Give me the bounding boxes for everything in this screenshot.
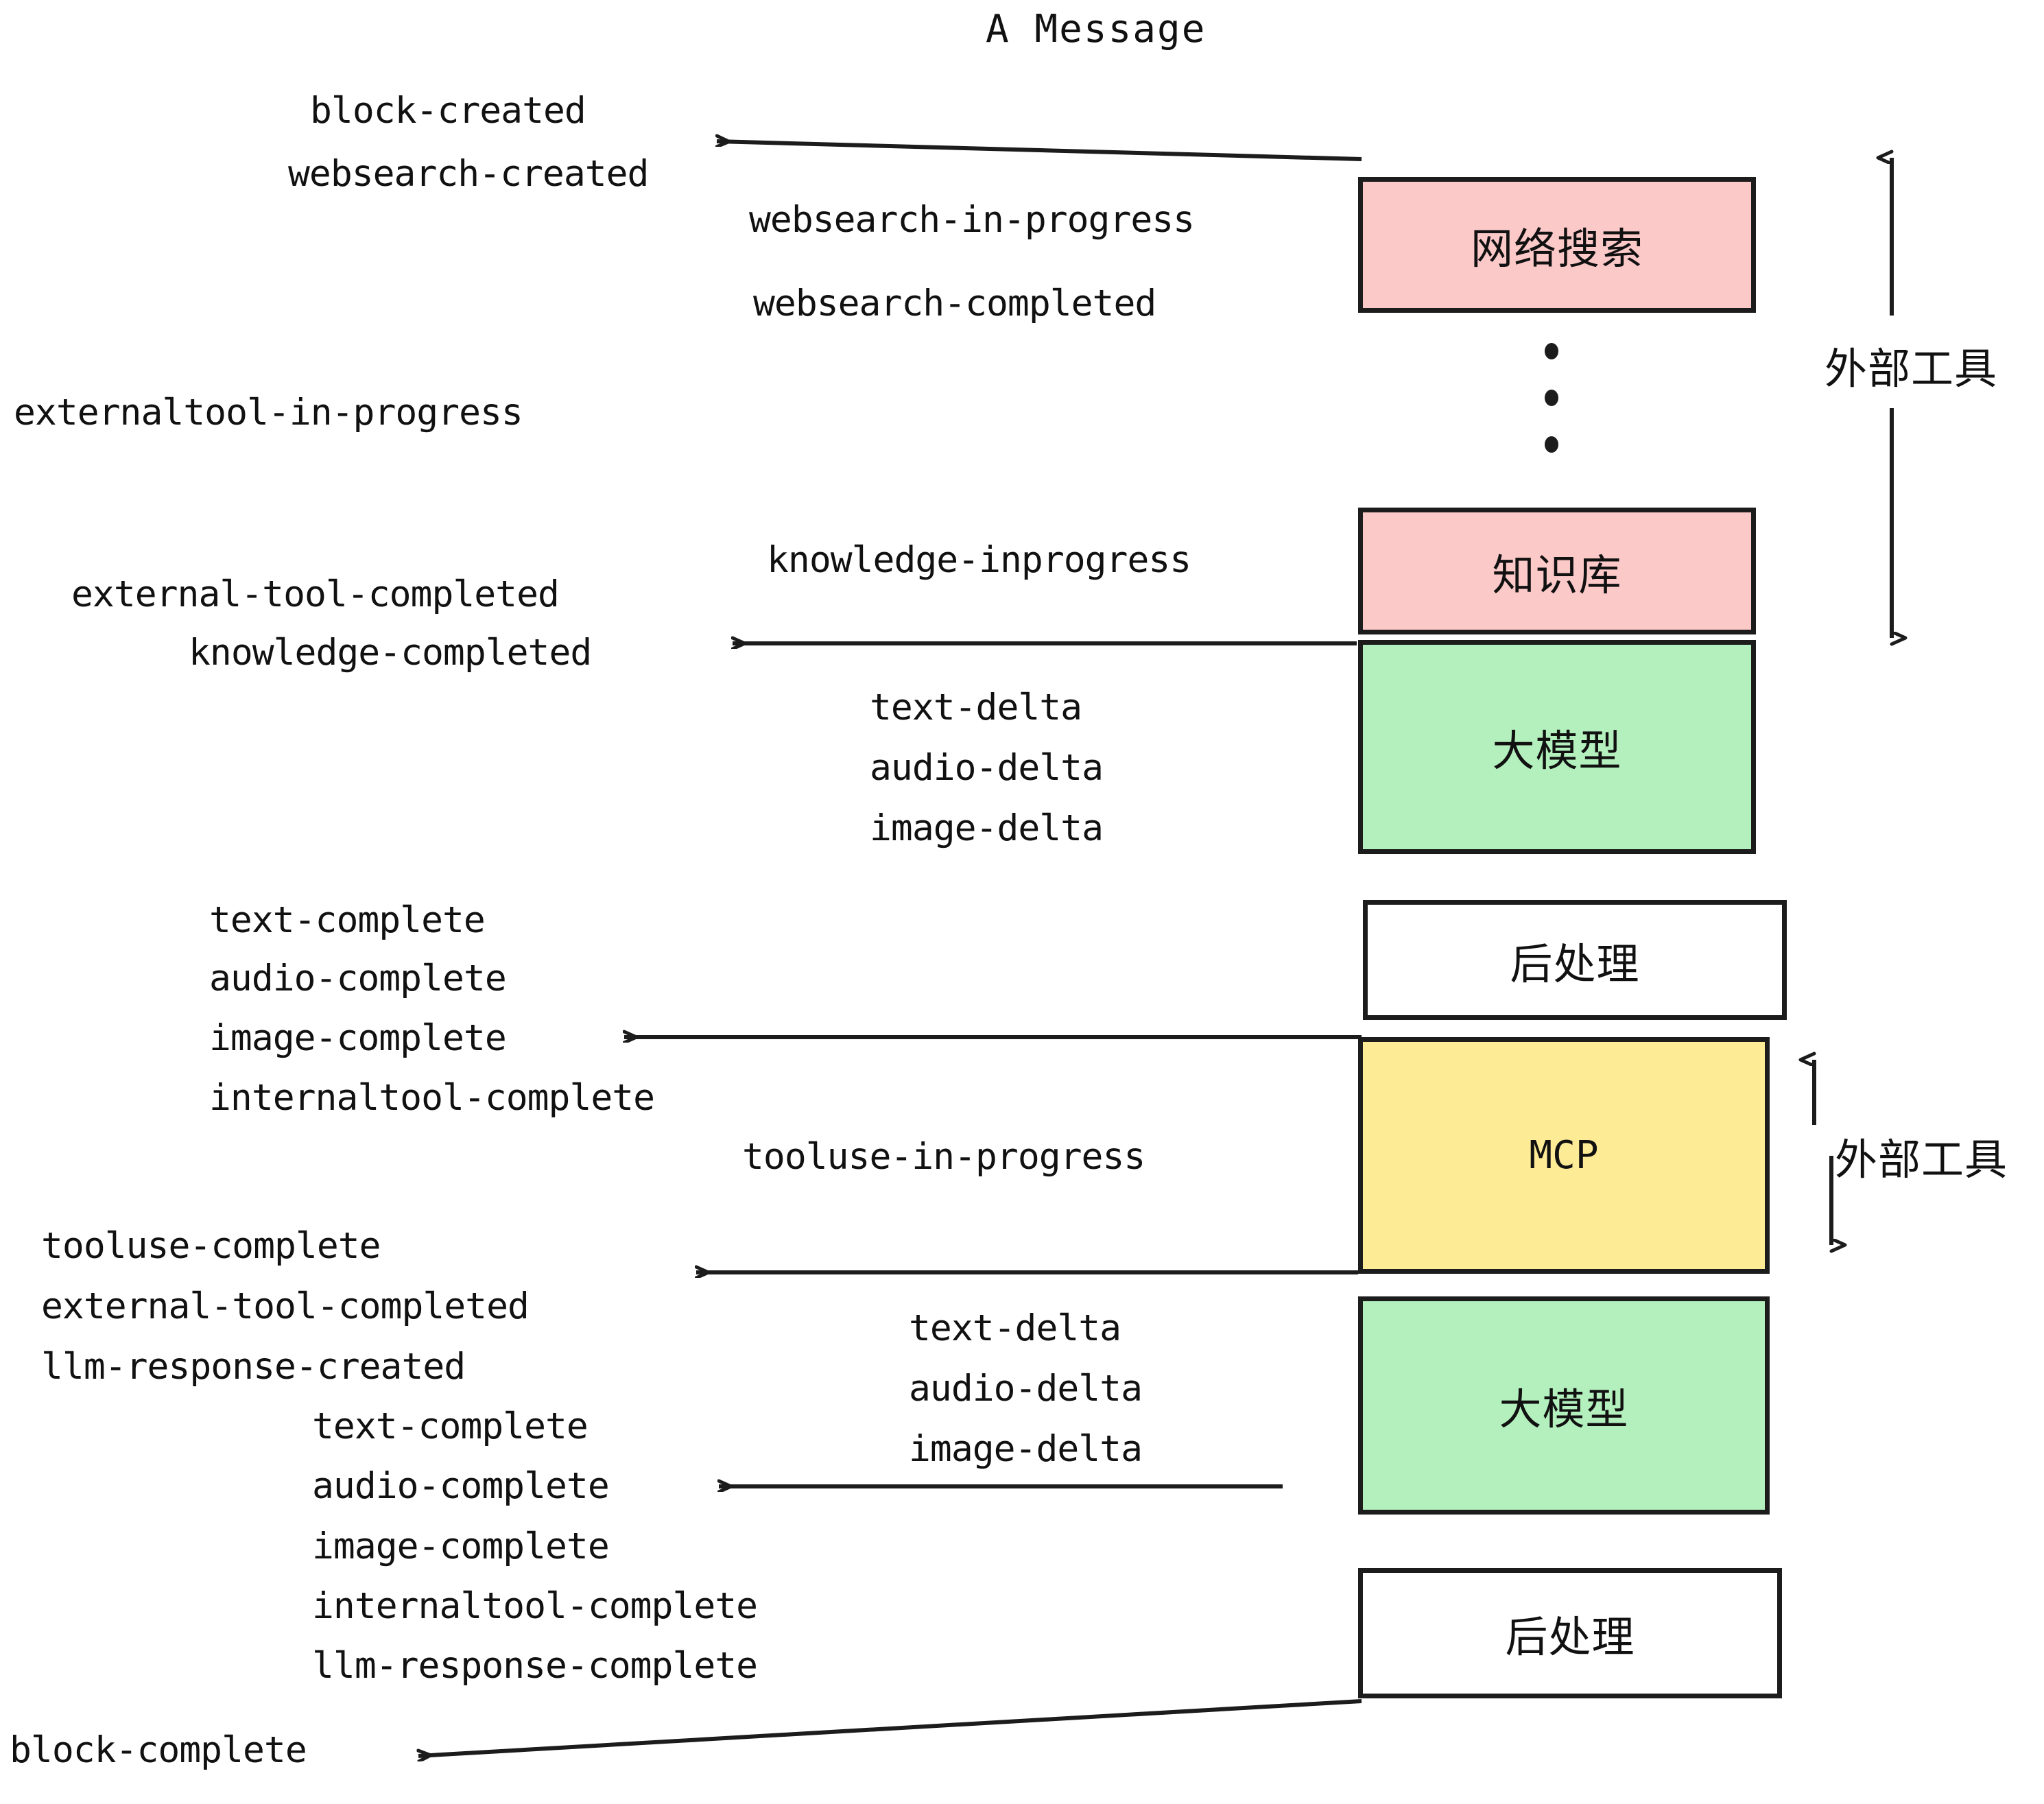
arrow-postprocess2-to-block-complete	[418, 1699, 1362, 1756]
node-label-llm-1: 大模型	[1492, 726, 1622, 776]
side-label-external-tools-top: 外部工具	[1825, 344, 1998, 394]
node-label-postprocess-1: 后处理	[1510, 938, 1640, 989]
event-label-llm-response-created: llm-response-created	[41, 1346, 466, 1388]
event-label-block-created: block-created	[310, 90, 586, 132]
node-label-websearch: 网络搜索	[1470, 224, 1643, 274]
node-label-knowledgebase: 知识库	[1492, 549, 1622, 600]
event-label-block-complete: block-complete	[10, 1729, 307, 1771]
event-label-websearch-in-progress: websearch-in-progress	[749, 199, 1195, 241]
event-label-text-complete-2: text-complete	[312, 1405, 589, 1447]
event-label-external-tool-completed-1: external-tool-completed	[71, 573, 560, 615]
event-label-text-delta-2: text-delta	[909, 1307, 1121, 1349]
event-label-text-delta-1: text-delta	[870, 687, 1082, 728]
event-label-websearch-completed: websearch-completed	[753, 283, 1156, 324]
event-label-image-complete-1: image-complete	[209, 1017, 507, 1059]
arrow-websearch-to-block-created	[717, 141, 1362, 161]
ellipsis-dots-icon	[1543, 343, 1560, 453]
event-label-audio-complete-1: audio-complete	[209, 958, 507, 999]
event-label-audio-delta-2: audio-delta	[909, 1368, 1143, 1410]
node-box-llm-1[interactable]: 大模型	[1358, 640, 1756, 854]
event-label-internaltool-complete-2: internaltool-complete	[312, 1585, 758, 1627]
node-label-postprocess-2: 后处理	[1505, 1612, 1635, 1662]
event-label-knowledge-completed: knowledge-completed	[189, 632, 592, 674]
side-label-external-tools-bottom: 外部工具	[1835, 1135, 2008, 1185]
event-label-external-tool-completed-2: external-tool-completed	[41, 1285, 530, 1327]
node-label-mcp: MCP	[1529, 1133, 1599, 1178]
event-label-audio-complete-2: audio-complete	[312, 1465, 610, 1507]
event-label-image-complete-2: image-complete	[312, 1526, 610, 1567]
event-label-knowledge-inprogress: knowledge-inprogress	[767, 539, 1191, 581]
event-label-externaltool-in-progress: externaltool-in-progress	[14, 392, 523, 434]
node-box-llm-2[interactable]: 大模型	[1358, 1296, 1770, 1515]
event-label-image-delta-2: image-delta	[909, 1428, 1143, 1470]
node-box-postprocess-2[interactable]: 后处理	[1358, 1568, 1782, 1698]
page-title: A Message	[986, 7, 1207, 51]
node-box-postprocess-1[interactable]: 后处理	[1363, 900, 1787, 1020]
event-label-tooluse-complete: tooluse-complete	[41, 1225, 381, 1267]
node-box-websearch[interactable]: 网络搜索	[1358, 177, 1756, 313]
event-label-websearch-created: websearch-created	[288, 153, 649, 195]
event-label-llm-response-complete: llm-response-complete	[312, 1645, 758, 1687]
event-label-audio-delta-1: audio-delta	[870, 747, 1104, 789]
event-label-internaltool-complete-1: internaltool-complete	[209, 1077, 655, 1119]
node-box-mcp[interactable]: MCP	[1358, 1037, 1770, 1274]
event-label-image-delta-1: image-delta	[870, 807, 1104, 849]
event-label-text-complete-1: text-complete	[209, 899, 486, 941]
node-label-llm-2: 大模型	[1499, 1384, 1629, 1434]
event-label-tooluse-in-progress: tooluse-in-progress	[742, 1136, 1145, 1178]
node-box-knowledgebase[interactable]: 知识库	[1358, 508, 1756, 634]
